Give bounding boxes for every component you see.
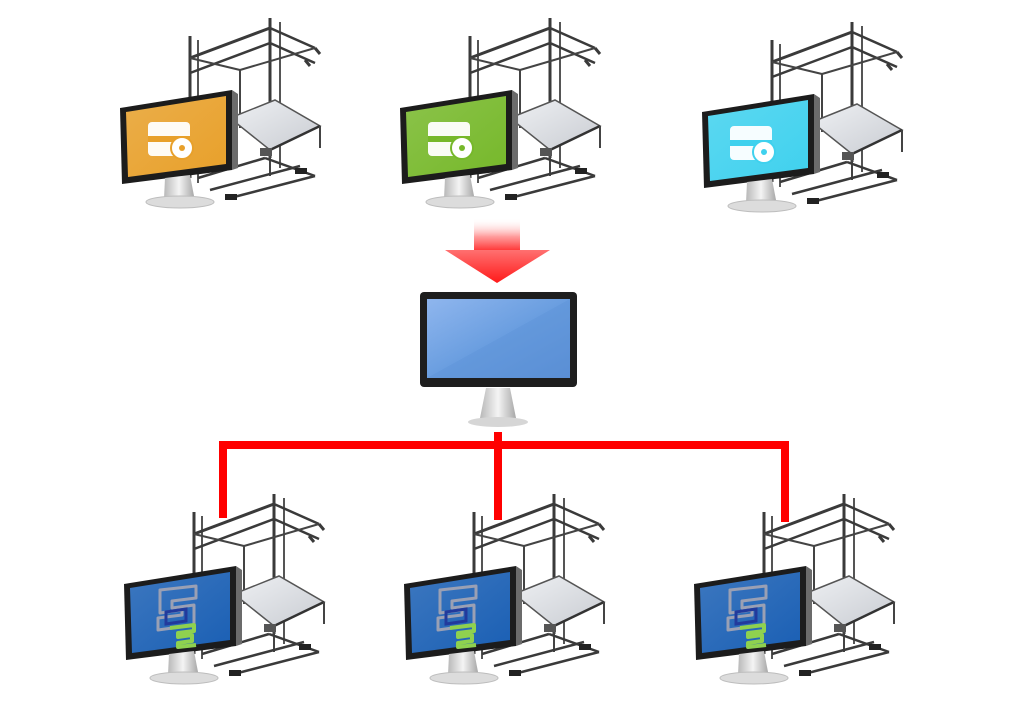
down-arrow-icon bbox=[445, 218, 550, 283]
workstation-monitor bbox=[702, 94, 820, 213]
workstation-monitor bbox=[124, 566, 242, 685]
station-bottom-1 bbox=[124, 492, 326, 685]
se-logo-icon bbox=[726, 584, 768, 649]
software-install-icon bbox=[148, 122, 194, 160]
station-top-2 bbox=[400, 16, 602, 209]
workstation-monitor bbox=[404, 566, 522, 685]
workstation-screen bbox=[410, 572, 510, 653]
workstation-screen bbox=[130, 572, 230, 653]
workstation-screen bbox=[700, 572, 800, 653]
central-monitor-screen bbox=[427, 299, 570, 378]
se-logo-icon bbox=[436, 584, 478, 649]
software-install-icon bbox=[730, 126, 776, 164]
workstation-monitor bbox=[400, 90, 518, 209]
top-stations bbox=[120, 16, 904, 213]
central-monitor bbox=[420, 292, 577, 427]
workstation-monitor bbox=[694, 566, 812, 685]
workstation-monitor bbox=[120, 90, 238, 209]
bottom-stations bbox=[124, 492, 896, 685]
station-top-3 bbox=[702, 20, 904, 213]
station-bottom-2 bbox=[404, 492, 606, 685]
software-install-icon bbox=[428, 122, 474, 160]
station-bottom-3 bbox=[694, 492, 896, 685]
station-top-1 bbox=[120, 16, 322, 209]
se-logo-icon bbox=[156, 584, 198, 649]
network-connections bbox=[219, 432, 789, 522]
